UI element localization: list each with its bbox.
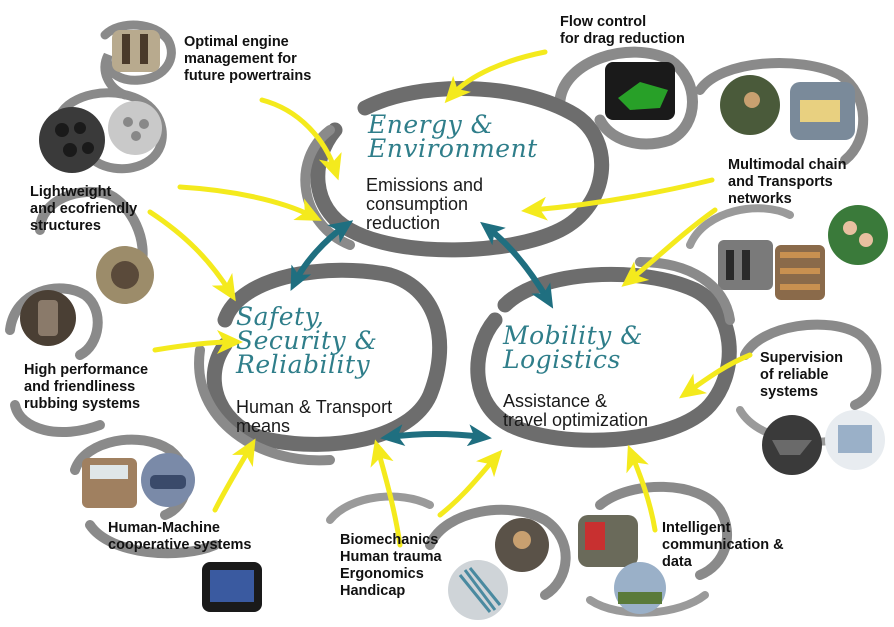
topic-flow-label: Flow control for drag reduction [560, 14, 685, 47]
arrow-ic-mobility [626, 444, 658, 533]
spine-photo [448, 560, 508, 620]
topic-rubbing-label: High performance and friendliness rubbin… [24, 362, 149, 412]
swirl-engine [100, 20, 176, 100]
arrow-multimodal-energy [521, 177, 715, 221]
road-photo [614, 562, 666, 614]
topic-biomech-label: Biomechanics Human trauma Ergonomics Han… [340, 532, 442, 599]
swirl-hmc [70, 434, 262, 612]
hub-mobility-subtitle: Assistance & travel optimization [503, 391, 649, 430]
swirl-biomech [326, 492, 571, 620]
casting-photo [108, 101, 162, 155]
swirl-ic [578, 481, 733, 617]
swirl-flow [554, 46, 698, 150]
link-energy-mobility [480, 221, 554, 309]
topic-engine-label: Optimal engine management for future pow… [184, 34, 312, 84]
arrow-rubbing-safety [152, 330, 243, 355]
swirl-rubbing [5, 283, 105, 437]
hub-mobility-title: Mobility & Logistics [503, 321, 644, 374]
topic-hmc-label: Human-Machine cooperative systems [108, 520, 252, 553]
swirl-structures [39, 88, 167, 174]
arrow-biomech-safety [370, 439, 403, 548]
arrow-multimodal-mobility [621, 207, 718, 287]
topic-supervision-label: Supervision of reliable systems [760, 350, 843, 400]
hub-safety-title: Safety, Security & Reliability [236, 302, 378, 379]
link-safety-mobility [380, 424, 492, 447]
arrow-lightweight-energy [177, 184, 322, 221]
arrow-supervision-mobility [679, 352, 753, 399]
swirl-lightweight-lower [35, 186, 154, 304]
arrow-flow-energy [444, 49, 548, 104]
foam-photo [39, 107, 105, 173]
topic-lightweight-label: Lightweight and ecofriendly structures [30, 184, 138, 234]
topic-multimodal-label: Multimodal chain and Transports networks [728, 157, 847, 207]
hub-energy-title: Energy & Environment [368, 110, 538, 163]
hub-safety-subtitle: Human & Transport means [236, 397, 393, 436]
rollercoaster-photo [828, 205, 888, 265]
engine-photo [112, 30, 160, 72]
arrow-biomech-mobility [437, 449, 503, 518]
arrow-lightweight-safety [147, 209, 236, 302]
swirl-multimodal [686, 58, 888, 300]
hub-energy-subtitle: Emissions and consumption reduction [366, 175, 484, 233]
arrow-engine-energy [259, 97, 342, 181]
swirl-supervision [736, 319, 885, 475]
topic-ic-label: Intelligent communication & data [662, 520, 784, 570]
link-energy-safety [290, 220, 354, 291]
arrow-hmc-safety [212, 438, 256, 513]
